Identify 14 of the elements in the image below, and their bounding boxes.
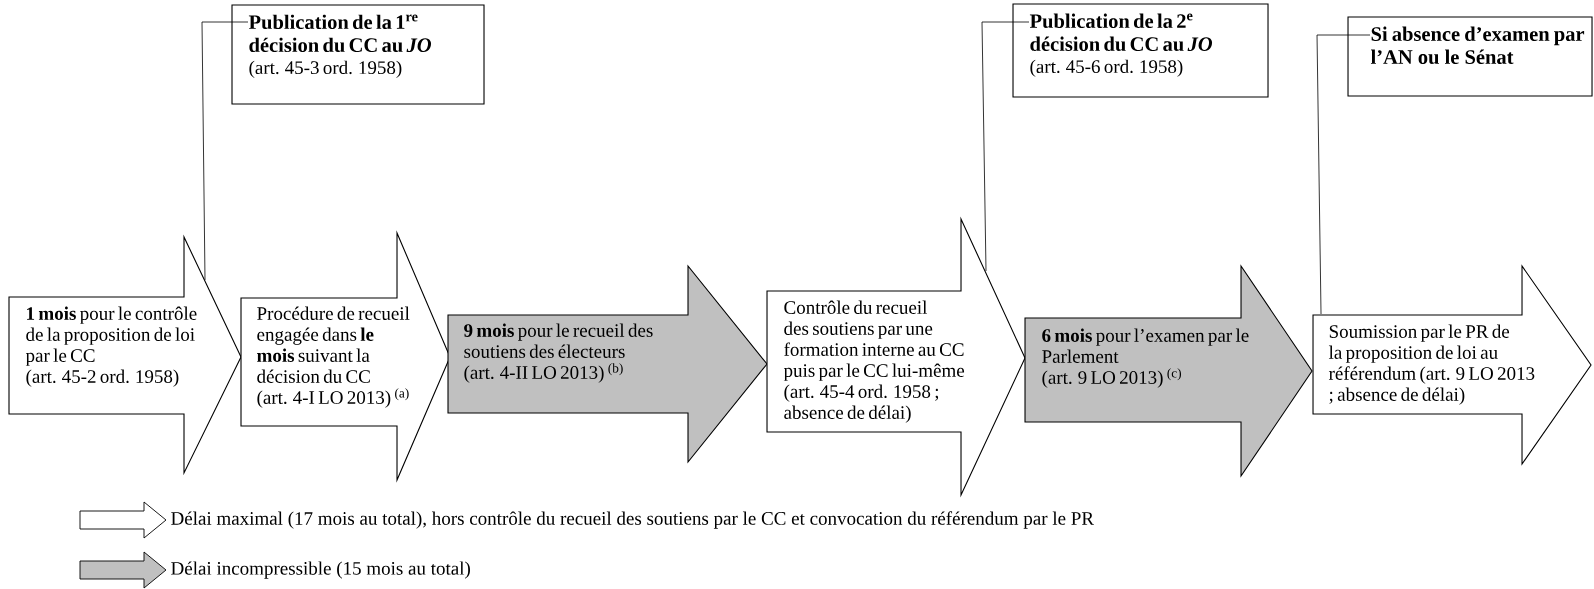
note-box: Publication de la 2$^{e}$ décision du CC au JO (art. 45-6 ord. 1958) — [1012, 3, 1269, 98]
note-box: Si absence d’examen par l’AN ou le Sénat — [1347, 16, 1593, 97]
arrow-box: Soumission par le PR de la proposition de loi au référendum (art. 9 LO 2013 ; absence de délai) — [1312, 264, 1592, 466]
arrow-box: Contrôle du recueil des soutiens par une formation interne au CC puis par le CC lui-même (art. 45-4 ord. 1958 ; absence de délai) — [766, 216, 1026, 498]
leader-line — [201, 21, 249, 281]
legend-text: Délai incompressible (15 mois au total) — [171, 561, 470, 579]
arrow-box: 1 mois pour le contrôle de la proposition de loi par le CC (art. 45-2 ord. 1958) — [8, 234, 242, 476]
leader-line — [1316, 34, 1371, 315]
arrow-box: Procédure de recueil engagée dans le mois suivant la décision du CC (art. 4-I LO 2013) $^{(a)}$ — [240, 230, 451, 483]
arrow-box: 6 mois pour l’examen par le Parlement (art. 9 LO 2013) $^{(c)}$ — [1024, 264, 1313, 478]
arrow-box: 9 mois pour le recueil des soutiens des électeurs (art. 4-II LO 2013) $^{(b)}$ — [447, 264, 768, 464]
legend-text: Délai maximal (17 mois au total), hors contrôle du recueil des soutiens par le CC et convocation du référendum par le PR — [171, 511, 1094, 529]
note-box: Publication de la 1$^{re}$ décision du CC au JO (art. 45-3 ord. 1958) — [231, 4, 485, 105]
leader-line — [981, 21, 1030, 272]
